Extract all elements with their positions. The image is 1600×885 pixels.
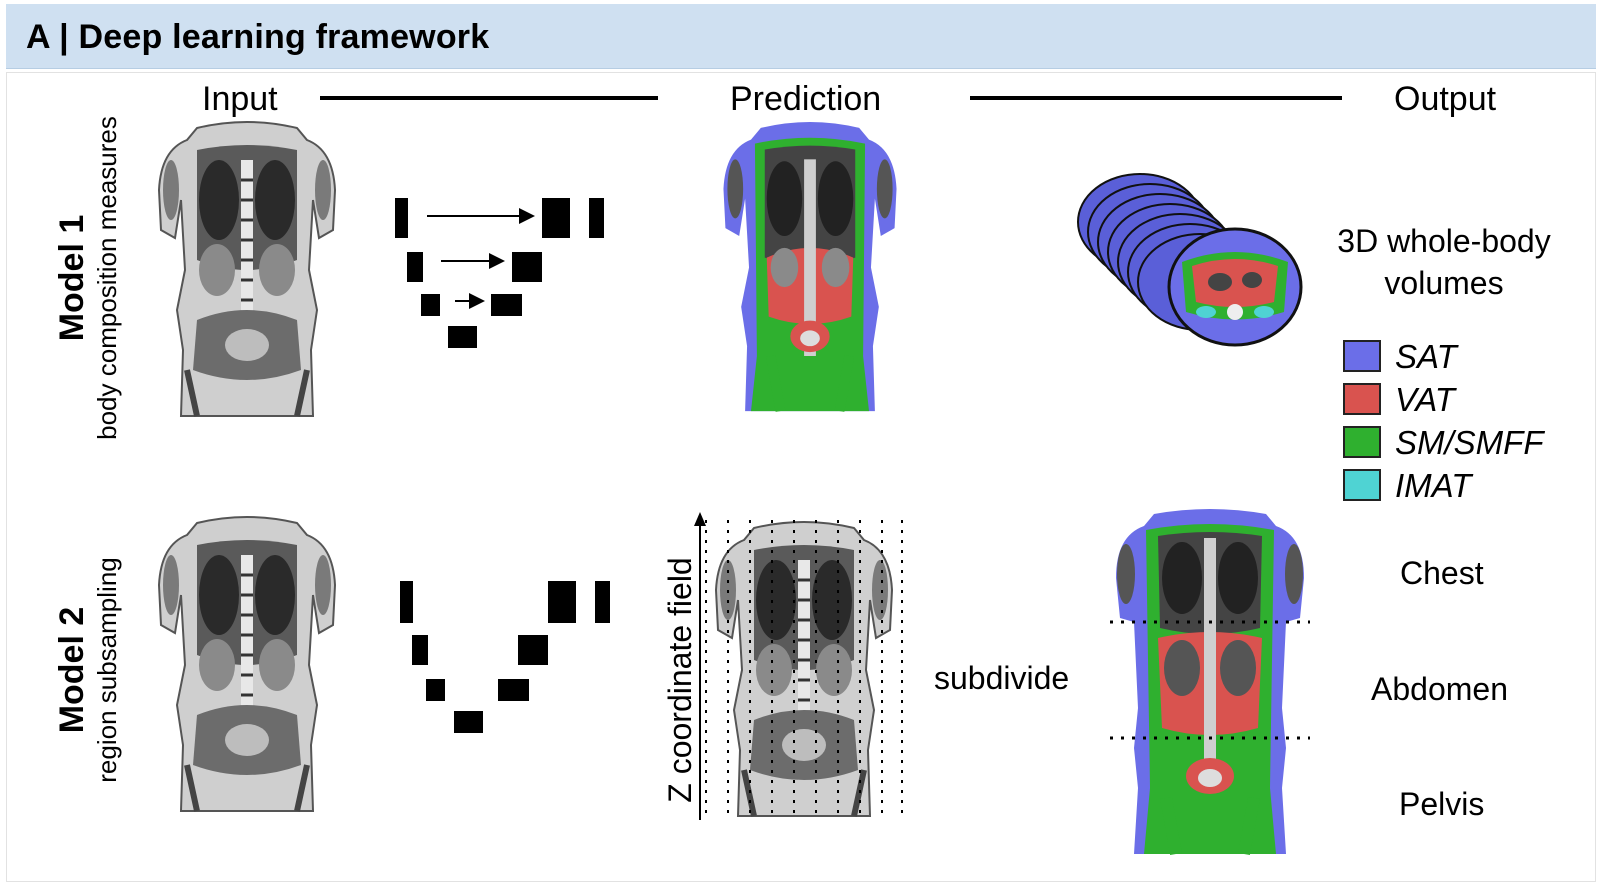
model2-gridded-scan: [705, 520, 903, 820]
model2-subtitle: region subsampling: [92, 557, 122, 783]
model2-unet-diagram: [400, 581, 610, 733]
model1-output-volume: [1077, 173, 1303, 347]
rule-right: [970, 96, 1342, 100]
column-input-label: Input: [202, 80, 278, 118]
model1-input-scan: [152, 120, 342, 420]
region-pelvis-label: Pelvis: [1399, 786, 1485, 822]
model2-output-regions: [1110, 509, 1310, 856]
legend-swatch-vat: [1343, 383, 1381, 415]
column-prediction-label: Prediction: [730, 80, 882, 118]
model2-title: Model 2: [53, 606, 91, 734]
region-abdomen-label: Abdomen: [1371, 671, 1508, 707]
region-chest-label: Chest: [1400, 555, 1484, 591]
legend-label-imat: IMAT: [1395, 467, 1472, 504]
subdivide-label: subdivide: [934, 660, 1070, 696]
header-title: A | Deep learning framework: [26, 18, 490, 56]
output-volumes-label: 3D whole-body volumes: [1337, 223, 1551, 301]
header-bar: A | Deep learning framework: [6, 4, 1596, 69]
legend-swatch-sm: [1343, 426, 1381, 458]
model1-title: Model 1: [53, 214, 91, 342]
model1-subtitle: body composition measures: [92, 116, 122, 440]
legend-swatch-imat: [1343, 469, 1381, 501]
legend-label-vat: VAT: [1395, 381, 1455, 418]
column-output-label: Output: [1394, 80, 1497, 118]
rule-left: [320, 96, 658, 100]
z-axis-label: Z coordinate field: [662, 557, 698, 803]
model1-unet-diagram: [395, 198, 604, 348]
model2-row-label: Model 2 region subsampling: [52, 490, 128, 850]
framework-panel: [6, 72, 1596, 882]
z-axis-arrow: [694, 512, 706, 820]
legend-label-sm: SM/SMFF: [1395, 424, 1544, 461]
model1-row-label: Model 1 body composition measures: [52, 98, 128, 458]
legend-swatch-sat: [1343, 340, 1381, 372]
model2-input-scan: [152, 515, 342, 815]
model1-prediction-scan: [723, 121, 897, 412]
legend-label-sat: SAT: [1395, 338, 1457, 375]
